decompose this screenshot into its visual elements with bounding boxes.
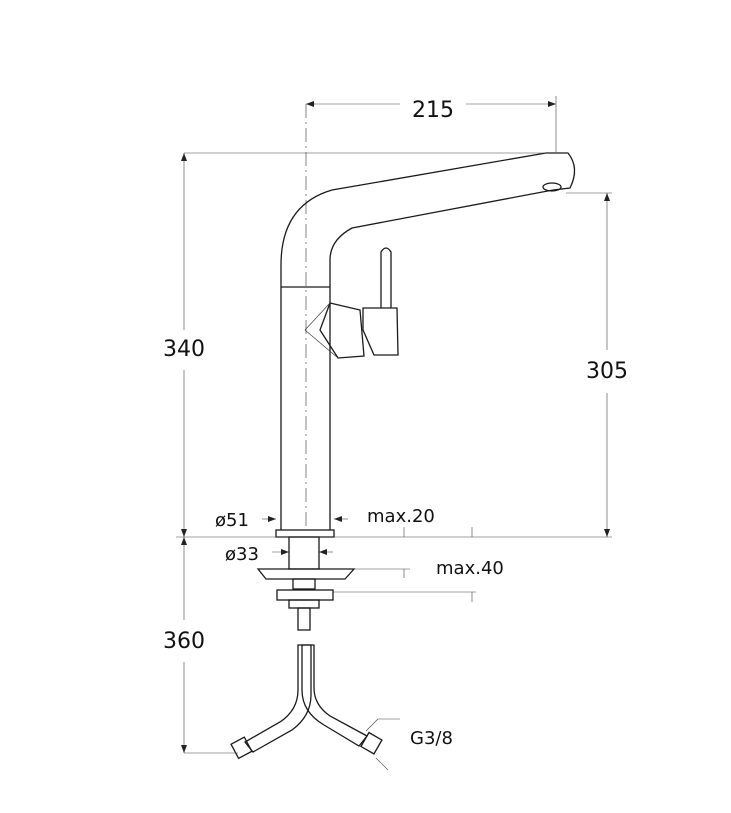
mounting-hardware [256,536,356,631]
nut-upper [292,578,316,590]
hose-left [244,644,312,753]
hose-stub [297,607,311,631]
total-height-label: 340 [163,337,205,362]
faucet-body [275,104,576,538]
spout-tip [546,152,576,191]
max-deck-bottom-label: max.40 [436,558,504,579]
column-outer [280,152,547,530]
hose-right [301,644,368,747]
hose-right-fitting [360,731,383,755]
shank [288,536,320,570]
supply-hoses [230,644,383,760]
hose-thread-label: G3/8 [410,728,453,749]
spout-height-label: 305 [586,359,628,384]
lever-stick [380,247,392,308]
dimension-lines [176,96,612,771]
mounting-plate [256,568,356,580]
spout-reach-label: 215 [412,98,454,123]
lever-housing [319,302,365,359]
below-height-label: 360 [163,629,205,654]
washer [276,589,334,601]
aerator [542,182,562,192]
shank-diameter-label: ø33 [225,544,259,565]
base-ring [275,529,335,538]
housing-edge-2 [304,329,339,359]
housing-edge-1 [304,302,331,331]
lever-handle [362,307,399,356]
nut-lower [288,599,320,609]
base-diameter-label: ø51 [215,510,249,531]
hose-left-fitting [230,736,253,760]
max-deck-top-label: max.20 [367,506,435,527]
column-inner [329,189,554,530]
